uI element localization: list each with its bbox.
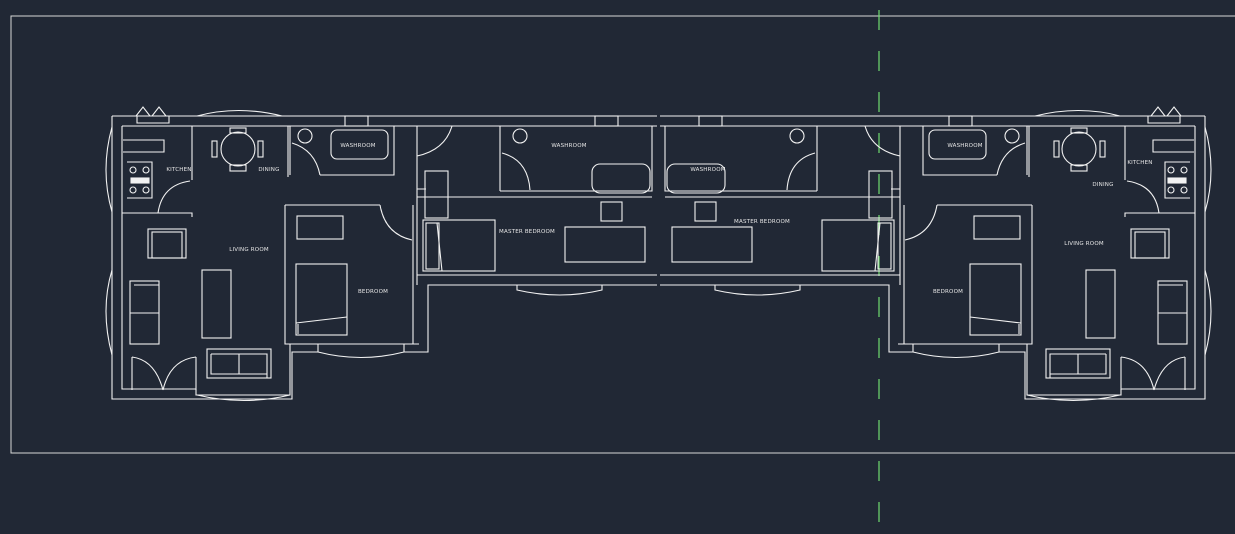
- unit-left: [105, 106, 657, 402]
- room-labels-left: KITCHEN DINING WASHROOM LIVING ROOM BEDR…: [166, 143, 586, 295]
- label-dining: DINING: [1092, 182, 1113, 188]
- label-master-bedroom: MASTER BEDROOM: [499, 229, 555, 235]
- label-dining: DINING: [258, 167, 279, 173]
- label-master-washroom: WASHROOM: [690, 167, 725, 173]
- label-bedroom: BEDROOM: [933, 289, 963, 295]
- label-master-washroom: WASHROOM: [551, 143, 586, 149]
- label-living-room: LIVING ROOM: [1064, 241, 1104, 247]
- label-washroom: WASHROOM: [340, 143, 375, 149]
- drawing-frame: [10, 15, 1235, 454]
- unit-right: [659, 106, 1212, 402]
- label-washroom: WASHROOM: [947, 143, 982, 149]
- label-living-room: LIVING ROOM: [229, 247, 269, 253]
- label-bedroom: BEDROOM: [358, 289, 388, 295]
- label-master-bedroom: MASTER BEDROOM: [734, 219, 790, 225]
- label-kitchen: KITCHEN: [1127, 160, 1152, 166]
- label-kitchen: KITCHEN: [166, 167, 191, 173]
- room-labels-right: KITCHEN DINING WASHROOM LIVING ROOM BEDR…: [690, 143, 1152, 295]
